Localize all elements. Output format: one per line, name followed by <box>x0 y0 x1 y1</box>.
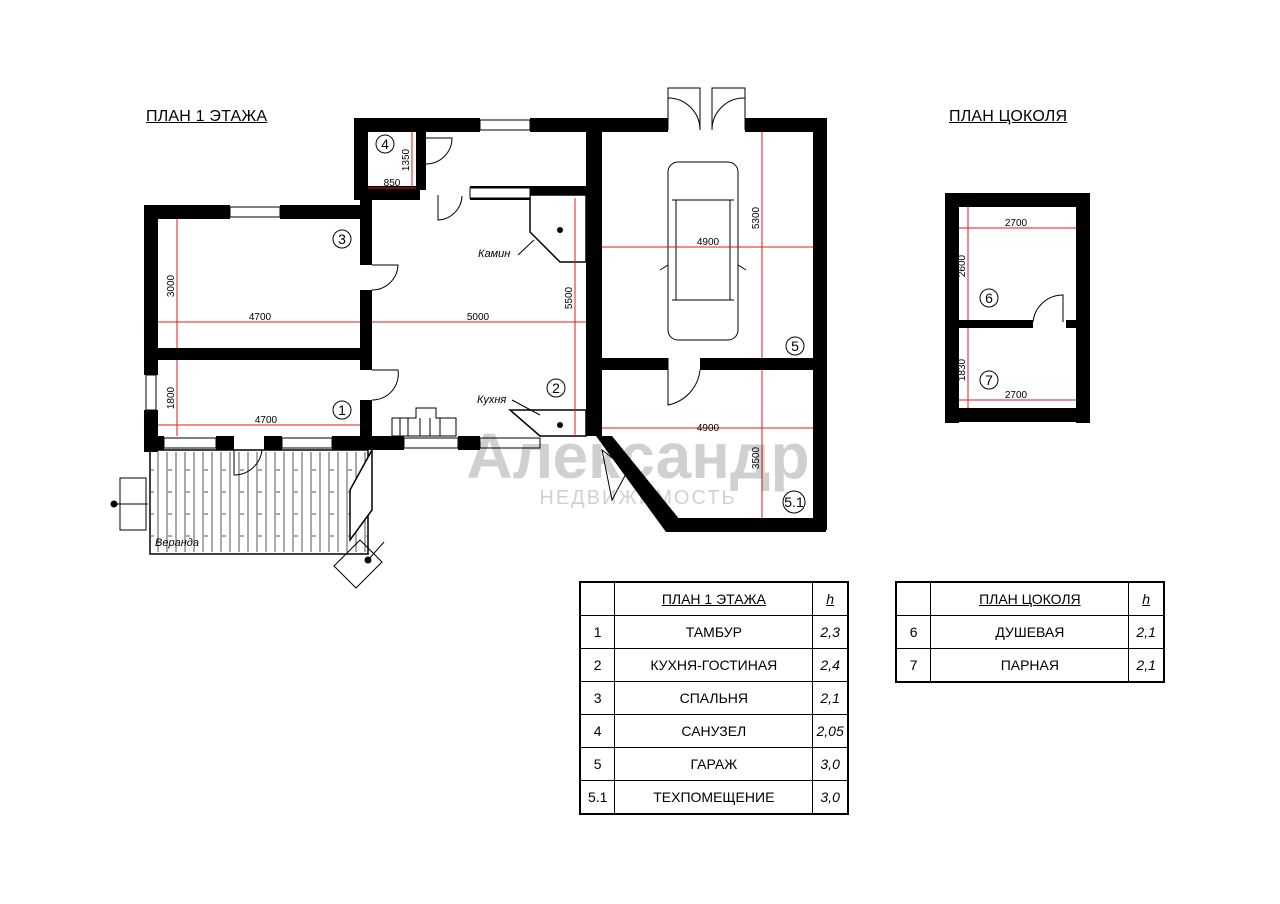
veranda-floor <box>149 449 373 555</box>
kitchen-label: Кухня <box>477 394 506 406</box>
room-name-cell: ДУШЕВАЯ <box>930 615 1130 649</box>
room-number-2: 2 <box>552 380 560 396</box>
dim-3500: 3500 <box>751 446 762 469</box>
floor1-h-header: h <box>826 591 835 607</box>
dim-850: 850 <box>384 178 401 189</box>
room-height-cell: 3,0 <box>812 747 849 781</box>
dim-1800: 1800 <box>166 386 177 409</box>
room-number-3: 3 <box>338 231 346 247</box>
dim-1350: 1350 <box>401 148 412 171</box>
room-name-cell: САНУЗЕЛ <box>614 714 814 748</box>
doors <box>233 87 1064 502</box>
dim-5000: 5000 <box>467 312 490 323</box>
watermark-logo: Александр НЕДВИЖИМОСТЬ <box>466 420 809 509</box>
fireplace-label: Камин <box>478 248 510 260</box>
dim-4900-top: 4900 <box>697 237 720 248</box>
room-height-cell: 2,4 <box>812 648 849 682</box>
room-number-5: 5 <box>791 338 799 354</box>
room-name-cell: ТЕХПОМЕЩЕНИЕ <box>614 780 814 815</box>
room-height-cell: 3,0 <box>812 780 849 815</box>
room-number-7: 7 <box>985 372 993 388</box>
dim-2700-bottom: 2700 <box>1005 390 1028 401</box>
room-number-cell: 6 <box>895 615 932 649</box>
basement-h-header: h <box>1142 591 1151 607</box>
dim-4900-bottom: 4900 <box>697 423 720 434</box>
dim-4700-bottom: 4700 <box>255 415 278 426</box>
basement-plan-title: ПЛАН ЦОКОЛЯ <box>949 108 1068 125</box>
dim-2600: 2600 <box>957 254 968 277</box>
dim-4700-top: 4700 <box>249 312 272 323</box>
room-number-cell: 5.1 <box>579 780 616 815</box>
walls <box>144 118 1090 532</box>
room-number-cell: 2 <box>579 648 616 682</box>
room-name-cell: ТАМБУР <box>614 615 814 649</box>
dim-2700-top: 2700 <box>1005 218 1028 229</box>
room-number-4: 4 <box>381 136 389 152</box>
basement-table-title: ПЛАН ЦОКОЛЯ <box>979 591 1081 607</box>
watermark-name: Александр <box>466 420 809 492</box>
dim-5300: 5300 <box>751 206 762 229</box>
room-number-cell: 1 <box>579 615 616 649</box>
dim-5500: 5500 <box>564 286 575 309</box>
car-outline <box>659 161 747 341</box>
entrance-markers <box>110 477 385 589</box>
room-name-cell: ГАРАЖ <box>614 747 814 781</box>
dim-3000: 3000 <box>166 274 177 297</box>
room-circles <box>332 134 999 514</box>
room-height-cell: 2,1 <box>1128 615 1165 649</box>
room-height-cell: 2,05 <box>812 714 849 748</box>
room-name-cell: СПАЛЬНЯ <box>614 681 814 715</box>
room-height-cell: 2,1 <box>1128 648 1165 683</box>
room-height-cell: 2,1 <box>812 681 849 715</box>
room-height-cell: 2,3 <box>812 615 849 649</box>
room-name-cell: КУХНЯ-ГОСТИНАЯ <box>614 648 814 682</box>
floor1-plan-title: ПЛАН 1 ЭТАЖА <box>146 108 268 125</box>
room-number-1: 1 <box>338 402 346 418</box>
dimension-lines <box>158 132 1076 518</box>
room-number-cell: 3 <box>579 681 616 715</box>
veranda-label: Веранда <box>155 537 199 549</box>
room-number-6: 6 <box>985 290 993 306</box>
room-name-cell: ПАРНАЯ <box>930 648 1130 683</box>
windows <box>145 119 541 449</box>
dim-1830: 1830 <box>957 358 968 381</box>
room-number-cell: 5 <box>579 747 616 781</box>
room-number-cell: 7 <box>895 648 932 683</box>
room-number-cell: 4 <box>579 714 616 748</box>
room-number-5-1: 5.1 <box>784 494 804 510</box>
watermark-sub: НЕДВИЖИМОСТЬ <box>539 487 736 509</box>
floor1-table-title: ПЛАН 1 ЭТАЖА <box>661 591 766 607</box>
